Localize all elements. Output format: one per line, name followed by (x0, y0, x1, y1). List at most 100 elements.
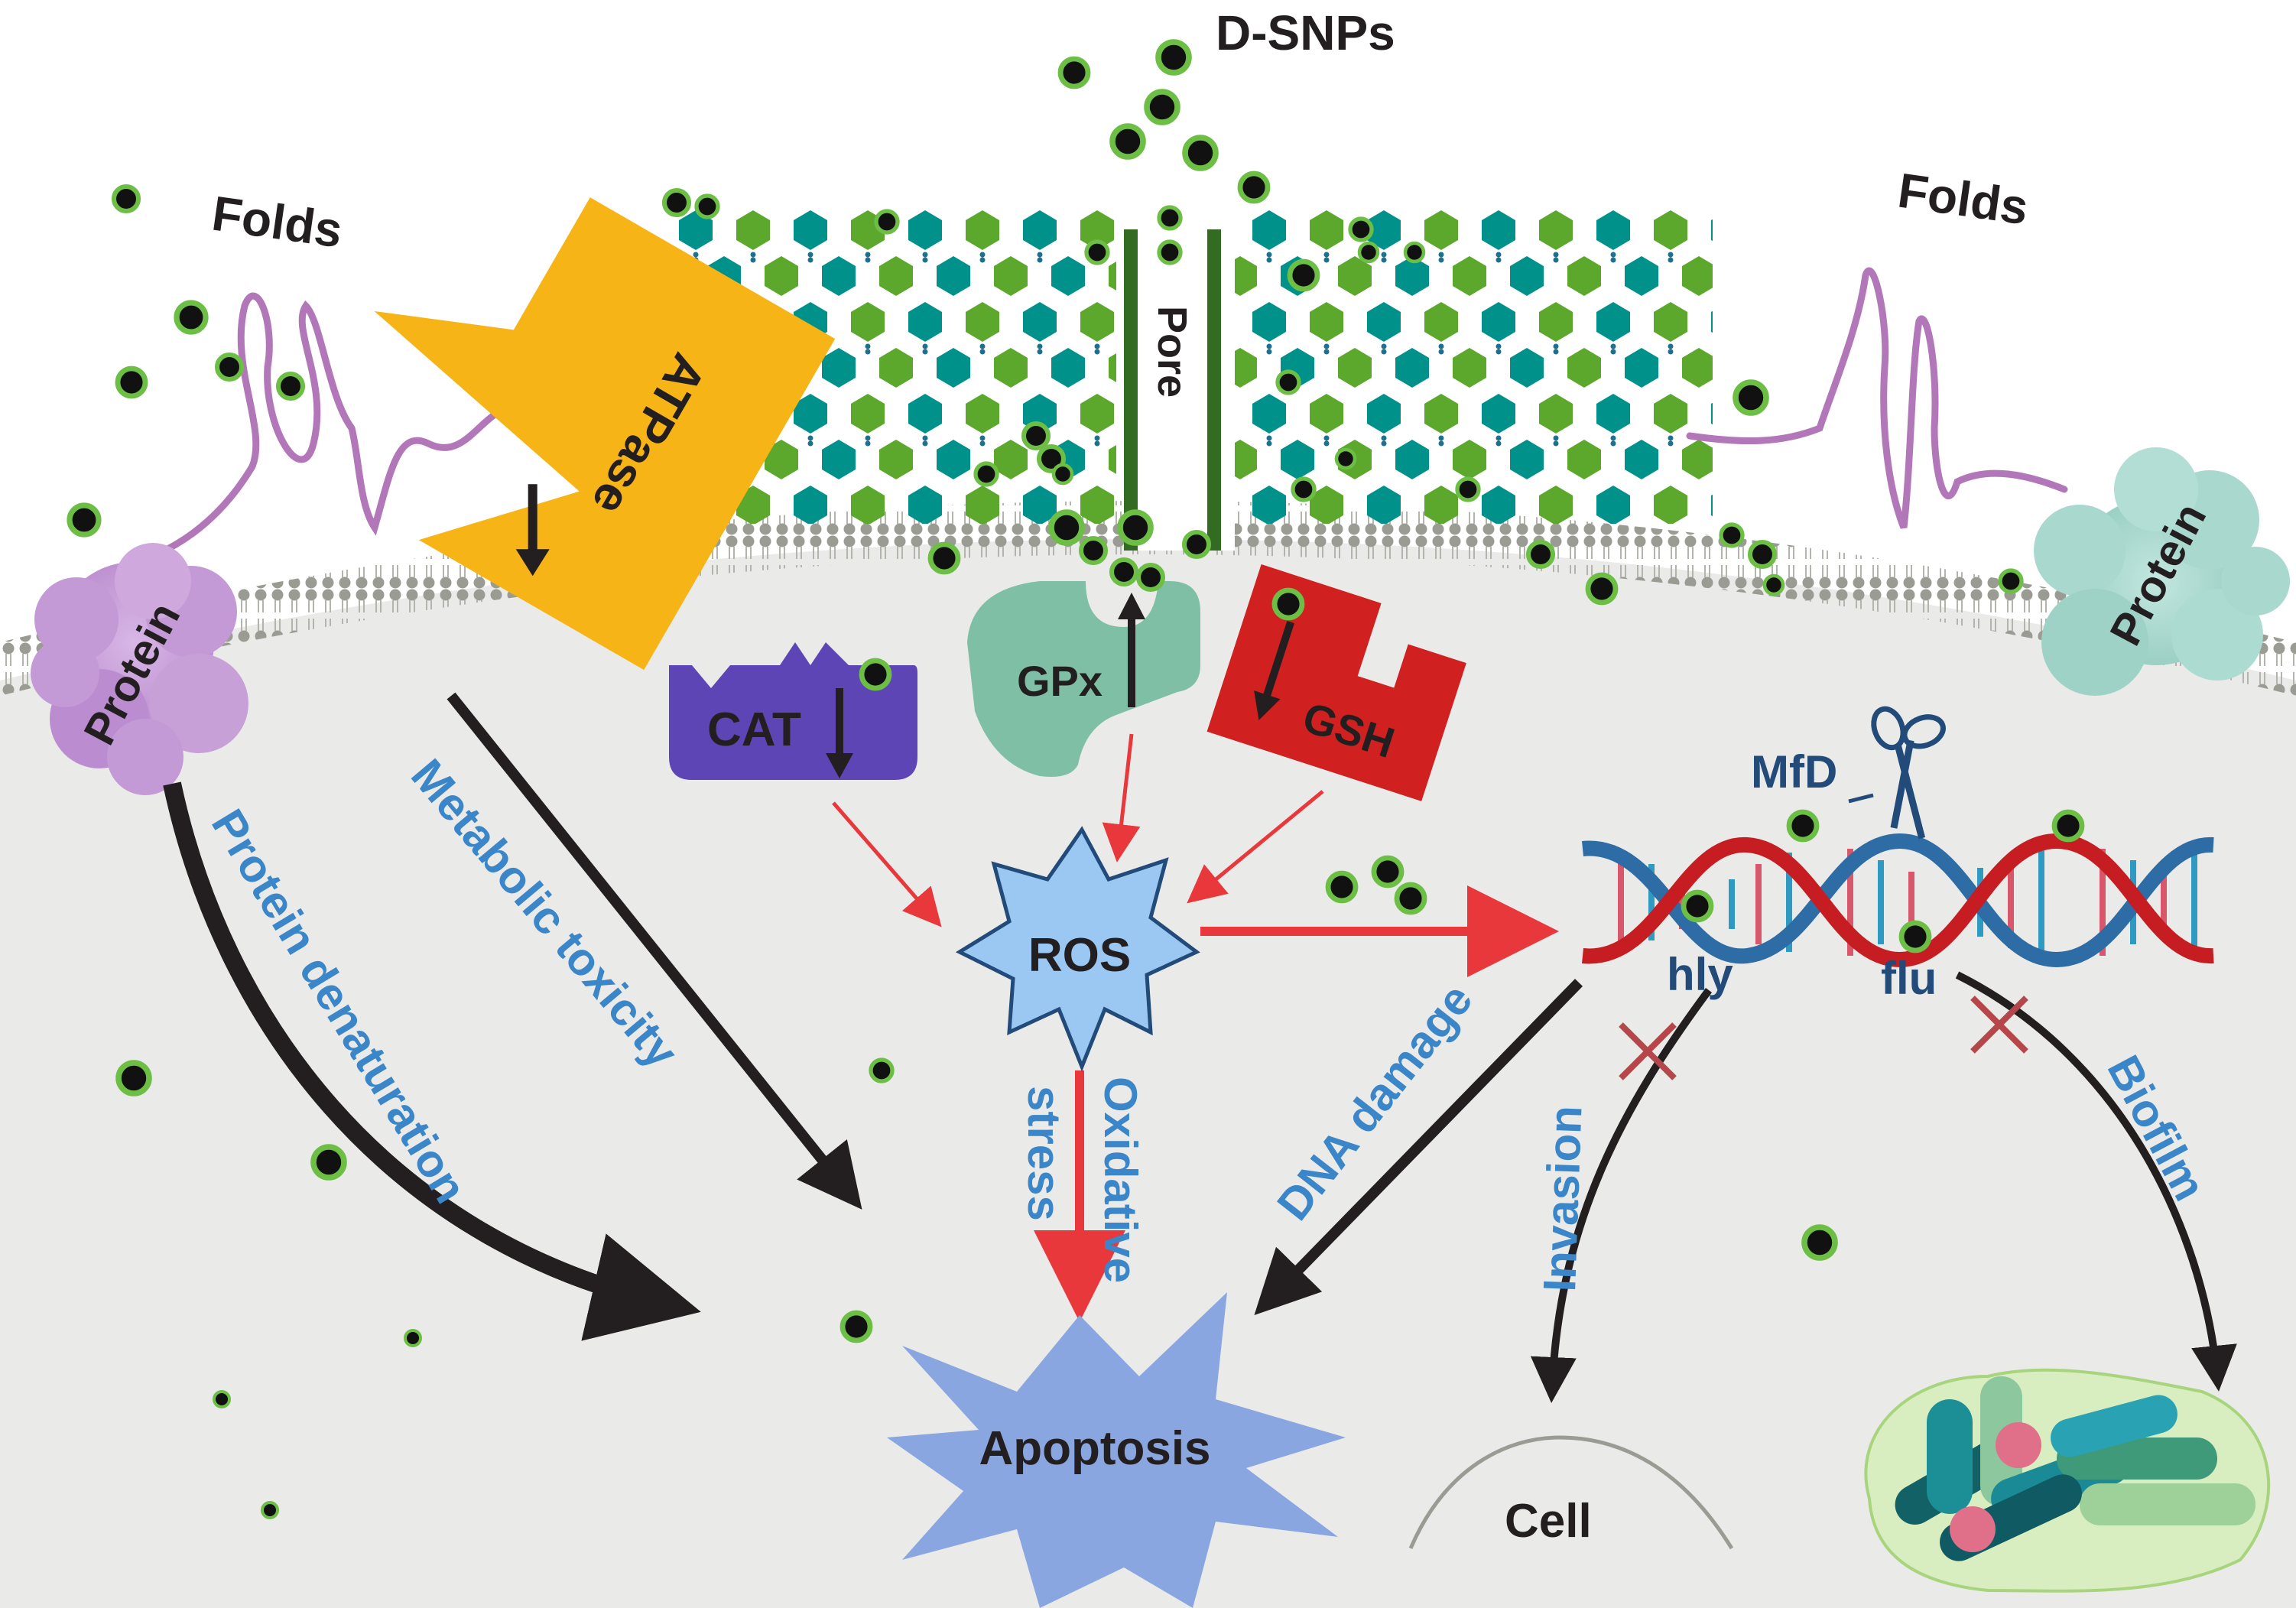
pore-label: Pore (1149, 306, 1195, 398)
host-cell-membrane (1408, 1435, 1734, 1550)
nanoparticle (115, 365, 148, 399)
nanoparticle (1157, 239, 1183, 265)
nanoparticle (1681, 889, 1714, 923)
nanoparticle (1109, 123, 1146, 160)
nanoparticle (661, 187, 692, 218)
fold-right (1686, 267, 2068, 529)
protein-right: Protein (2034, 447, 2290, 696)
nanoparticle (1801, 1224, 1838, 1261)
nanoparticle (2051, 809, 2085, 843)
biofilm-cluster (1864, 1368, 2271, 1593)
nanoparticle (1525, 539, 1556, 570)
nanoparticle (1898, 920, 1932, 953)
nanoparticle (1078, 535, 1109, 566)
black-arrows (163, 692, 2237, 1403)
cell-label: Cell (1505, 1495, 1592, 1548)
nanoparticle (839, 1310, 873, 1343)
nanoparticle (174, 300, 209, 335)
cell-wall-right (1235, 206, 1713, 524)
nanoparticle (1155, 39, 1192, 76)
arrow-metabolic-toxicity (447, 692, 862, 1210)
protein-left: Protein (31, 543, 248, 795)
down-arrow-icon (826, 688, 853, 778)
nanoparticle (1719, 522, 1745, 548)
nanoparticles (67, 39, 2085, 1519)
up-arrow-icon (1118, 593, 1145, 707)
dna-double-helix (1582, 833, 2214, 968)
nanoparticle (1275, 369, 1301, 395)
nanoparticle (927, 541, 961, 575)
nanoparticle (1109, 557, 1139, 587)
oxidative-label: Oxidative (1095, 1077, 1146, 1283)
gpx-enzyme: GPx (967, 581, 1200, 777)
nanoparticle (694, 193, 720, 219)
arrow-protein-denaturation (163, 781, 701, 1341)
nanoparticle (1135, 562, 1166, 593)
nanoparticle (115, 1060, 152, 1096)
down-arrow-icon (515, 484, 550, 577)
hly-label: hly (1667, 949, 1733, 1000)
nanoparticle (1057, 56, 1091, 89)
ros-label: ROS (1028, 929, 1131, 982)
nanoparticle (1048, 509, 1085, 546)
arrow-invasion (1530, 988, 1713, 1403)
nanoparticle (1144, 89, 1180, 125)
nanoparticle (1786, 809, 1820, 843)
nanoparticle (275, 371, 306, 401)
arrow-cat-to-ros (832, 801, 942, 927)
d-snps-label: D-SNPs (1216, 5, 1395, 60)
cat-label: CAT (707, 703, 801, 756)
nanoparticle (1117, 509, 1154, 546)
scissors-icon (1871, 706, 1946, 840)
nanoparticle (1157, 205, 1183, 231)
nanoparticle (404, 1329, 422, 1347)
nanoparticle (1733, 379, 1769, 416)
nanoparticle (1455, 476, 1481, 502)
nanoparticle (1585, 572, 1619, 606)
nanoparticle (1021, 421, 1051, 451)
nanoparticle (1084, 239, 1110, 265)
invasion-label: Invasion (1534, 1105, 1591, 1293)
arrow-biofilm (1955, 971, 2237, 1392)
mfd-underline (1848, 793, 1874, 804)
atpase: ATPase (374, 197, 836, 671)
ros-burst: ROS (955, 826, 1200, 1072)
cytoplasm (0, 539, 2296, 1608)
nanoparticle (1357, 241, 1380, 264)
nanoparticle (1237, 171, 1271, 204)
apoptosis-label: Apoptosis (979, 1422, 1210, 1475)
dna-strand-red (1582, 833, 2214, 968)
cross-icon (1619, 1022, 1677, 1080)
nanoparticle (1325, 870, 1359, 904)
nanoparticle (1051, 463, 1074, 486)
dna-strand-blue (1582, 833, 2214, 968)
nanoparticle (1291, 476, 1317, 502)
nanoparticle (1287, 258, 1320, 292)
apoptosis-burst: Apoptosis (887, 1292, 1346, 1608)
arrow-dna-damage (1254, 979, 1583, 1316)
fold-left (153, 292, 501, 558)
nanoparticle (869, 1057, 895, 1083)
nanoparticle (1403, 241, 1426, 264)
nanoparticle (67, 502, 102, 538)
nanoparticle (1747, 539, 1778, 570)
gsh-enzyme: GSH (1206, 564, 1466, 801)
gpx-label: GPx (1017, 657, 1103, 705)
nanoparticle (1394, 882, 1427, 915)
mfd-label: MfD (1751, 746, 1837, 798)
nanoparticle (859, 658, 892, 691)
nanoparticle (1271, 587, 1305, 621)
stress-label: stress (1018, 1086, 1070, 1221)
nanoparticle (214, 352, 245, 382)
down-arrow-icon (1254, 621, 1294, 720)
arrow-gpx-to-ros (1102, 733, 1141, 862)
nanoparticle (1371, 855, 1405, 888)
nanoparticle (213, 1390, 231, 1408)
nanoparticle (874, 209, 900, 235)
nanoparticle (1334, 447, 1357, 470)
nanoparticle (1348, 216, 1374, 242)
nanoparticle (261, 1501, 279, 1519)
nanoparticle (310, 1144, 347, 1181)
flu-label: flu (1881, 953, 1937, 1004)
